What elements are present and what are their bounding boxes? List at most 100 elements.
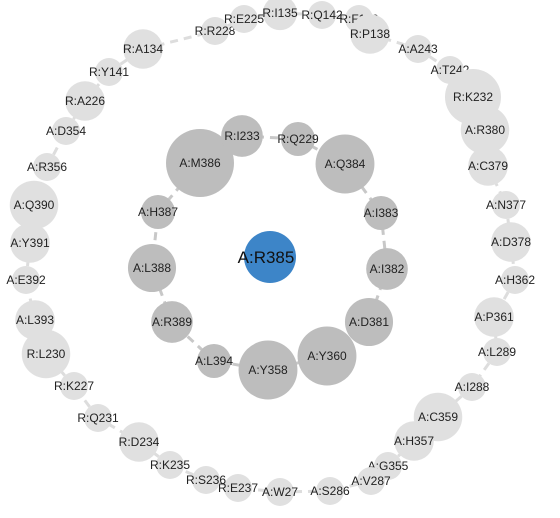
residue-node-a-r389[interactable]: A:R389 xyxy=(151,301,193,343)
residue-node-a-q390[interactable]: A:Q390 xyxy=(9,180,59,230)
residue-node-a-h357[interactable]: A:H357 xyxy=(394,421,434,461)
residue-circle[interactable] xyxy=(52,117,80,145)
residue-circle[interactable] xyxy=(12,266,40,294)
residue-circle[interactable] xyxy=(468,146,508,186)
residue-node-r-e225[interactable]: R:E225 xyxy=(224,5,264,33)
residue-node-r-d234[interactable]: R:D234 xyxy=(119,422,160,462)
residue-circle[interactable] xyxy=(60,372,88,400)
residue-node-a-l394[interactable]: A:L394 xyxy=(195,344,233,378)
residue-circle[interactable] xyxy=(458,373,486,401)
residue-node-a-d354[interactable]: A:D354 xyxy=(46,117,86,145)
residue-node-r-q142[interactable]: R:Q142 xyxy=(301,1,343,29)
residue-node-a-h387[interactable]: A:H387 xyxy=(138,195,178,229)
residue-circle[interactable] xyxy=(224,474,252,502)
residue-node-a-i382[interactable]: A:I382 xyxy=(366,248,408,290)
residue-circle[interactable] xyxy=(151,301,193,343)
residue-circle[interactable] xyxy=(201,17,229,45)
residue-node-a-c379[interactable]: A:C379 xyxy=(468,146,508,186)
residue-circle[interactable] xyxy=(221,115,263,157)
residue-circle[interactable] xyxy=(262,0,298,31)
residue-circle[interactable] xyxy=(33,153,61,181)
residue-circle[interactable] xyxy=(344,297,394,347)
residue-label: R:A134 xyxy=(123,42,163,56)
residue-node-r-p138[interactable]: R:P138 xyxy=(350,14,390,54)
residue-circle[interactable] xyxy=(123,29,163,69)
residue-node-r-a134[interactable]: R:A134 xyxy=(123,29,163,69)
residue-circle[interactable] xyxy=(141,195,175,229)
residue-node-r-y141[interactable]: R:Y141 xyxy=(89,58,129,86)
residue-circle[interactable] xyxy=(483,338,511,366)
residue-node-a-w27[interactable]: A:W27 xyxy=(262,478,298,506)
residue-circle[interactable] xyxy=(166,129,234,197)
residue-node-r-q231[interactable]: R:Q231 xyxy=(77,404,119,432)
residue-label: R:R228 xyxy=(195,24,236,38)
residue-node-a-h362[interactable]: A:H362 xyxy=(495,266,535,294)
residue-circle[interactable] xyxy=(315,134,375,194)
residue-circle[interactable] xyxy=(492,191,520,219)
residue-node-a-d378[interactable]: A:D378 xyxy=(491,222,531,262)
residue-node-a-q384[interactable]: A:Q384 xyxy=(315,134,375,194)
residue-node-a-r380[interactable]: A:R380 xyxy=(460,105,510,155)
residue-label: A:L393 xyxy=(16,313,54,327)
residue-circle[interactable] xyxy=(297,326,357,386)
residue-node-a-y360[interactable]: A:Y360 xyxy=(297,326,357,386)
residue-node-r-q229[interactable]: R:Q229 xyxy=(277,122,319,156)
residue-circle[interactable] xyxy=(192,466,220,494)
residue-node-a-i383[interactable]: A:I383 xyxy=(364,196,399,230)
residue-node-a-a243[interactable]: A:A243 xyxy=(398,35,438,63)
residue-node-r-k227[interactable]: R:K227 xyxy=(54,372,94,400)
residue-circle[interactable] xyxy=(366,248,408,290)
residue-node-r-k235[interactable]: R:K235 xyxy=(150,451,190,479)
residue-circle[interactable] xyxy=(460,105,510,155)
residue-node-a-v287[interactable]: A:V287 xyxy=(351,467,391,495)
residue-circle[interactable] xyxy=(119,422,159,462)
residue-circle[interactable] xyxy=(491,222,531,262)
residue-node-a-i288[interactable]: A:I288 xyxy=(455,373,490,401)
residue-node-r-r228[interactable]: R:R228 xyxy=(195,17,236,45)
residue-node-a-p361[interactable]: A:P361 xyxy=(474,297,514,337)
residue-circle[interactable] xyxy=(95,58,123,86)
residue-circle[interactable] xyxy=(394,421,434,461)
residue-node-r-i233[interactable]: R:I233 xyxy=(221,115,263,157)
residue-circle[interactable] xyxy=(350,14,390,54)
center-node-group[interactable]: A:R385 xyxy=(238,231,296,283)
residue-node-a-e392[interactable]: A:E392 xyxy=(6,266,46,294)
residue-node-a-l388[interactable]: A:L388 xyxy=(127,243,177,293)
residue-label: A:N377 xyxy=(486,198,526,212)
residue-circle[interactable] xyxy=(9,180,59,230)
residue-node-a-l289[interactable]: A:L289 xyxy=(478,338,516,366)
residue-circle[interactable] xyxy=(156,451,184,479)
residue-circle[interactable] xyxy=(21,329,71,379)
residue-circle[interactable] xyxy=(501,266,529,294)
residue-circle[interactable] xyxy=(308,1,336,29)
residue-node-a-s286[interactable]: A:S286 xyxy=(310,477,350,505)
residue-node-a-y391[interactable]: A:Y391 xyxy=(10,223,50,263)
residue-node-r-e237[interactable]: R:E237 xyxy=(218,474,258,502)
residue-circle[interactable] xyxy=(364,196,398,230)
residue-node-r-l230[interactable]: R:L230 xyxy=(21,329,71,379)
residue-node-r-i135[interactable]: R:I135 xyxy=(262,0,298,31)
residue-circle[interactable] xyxy=(316,477,344,505)
residue-circle[interactable] xyxy=(404,35,432,63)
residue-node-a-m386[interactable]: A:M386 xyxy=(166,129,234,197)
residue-circle[interactable] xyxy=(474,297,514,337)
residue-node-a-l393[interactable]: A:L393 xyxy=(15,300,55,340)
residue-circle[interactable] xyxy=(197,344,231,378)
residue-circle[interactable] xyxy=(238,340,298,400)
residue-node-a-y358[interactable]: A:Y358 xyxy=(238,340,298,400)
center-node[interactable] xyxy=(244,231,296,283)
residue-circle[interactable] xyxy=(84,404,112,432)
residue-circle[interactable] xyxy=(230,5,258,33)
residue-circle[interactable] xyxy=(281,122,315,156)
residue-circle[interactable] xyxy=(357,467,385,495)
residue-node-a-r356[interactable]: A:R356 xyxy=(27,153,67,181)
residue-node-a-d381[interactable]: A:D381 xyxy=(344,297,394,347)
residue-circle[interactable] xyxy=(266,478,294,506)
residue-circle[interactable] xyxy=(10,223,50,263)
residue-circle[interactable] xyxy=(127,243,177,293)
residue-node-r-a226[interactable]: R:A226 xyxy=(65,81,105,121)
residue-circle[interactable] xyxy=(65,81,105,121)
residue-circle[interactable] xyxy=(15,300,55,340)
residue-node-a-n377[interactable]: A:N377 xyxy=(486,191,526,219)
residue-node-r-s236[interactable]: R:S236 xyxy=(186,466,226,494)
